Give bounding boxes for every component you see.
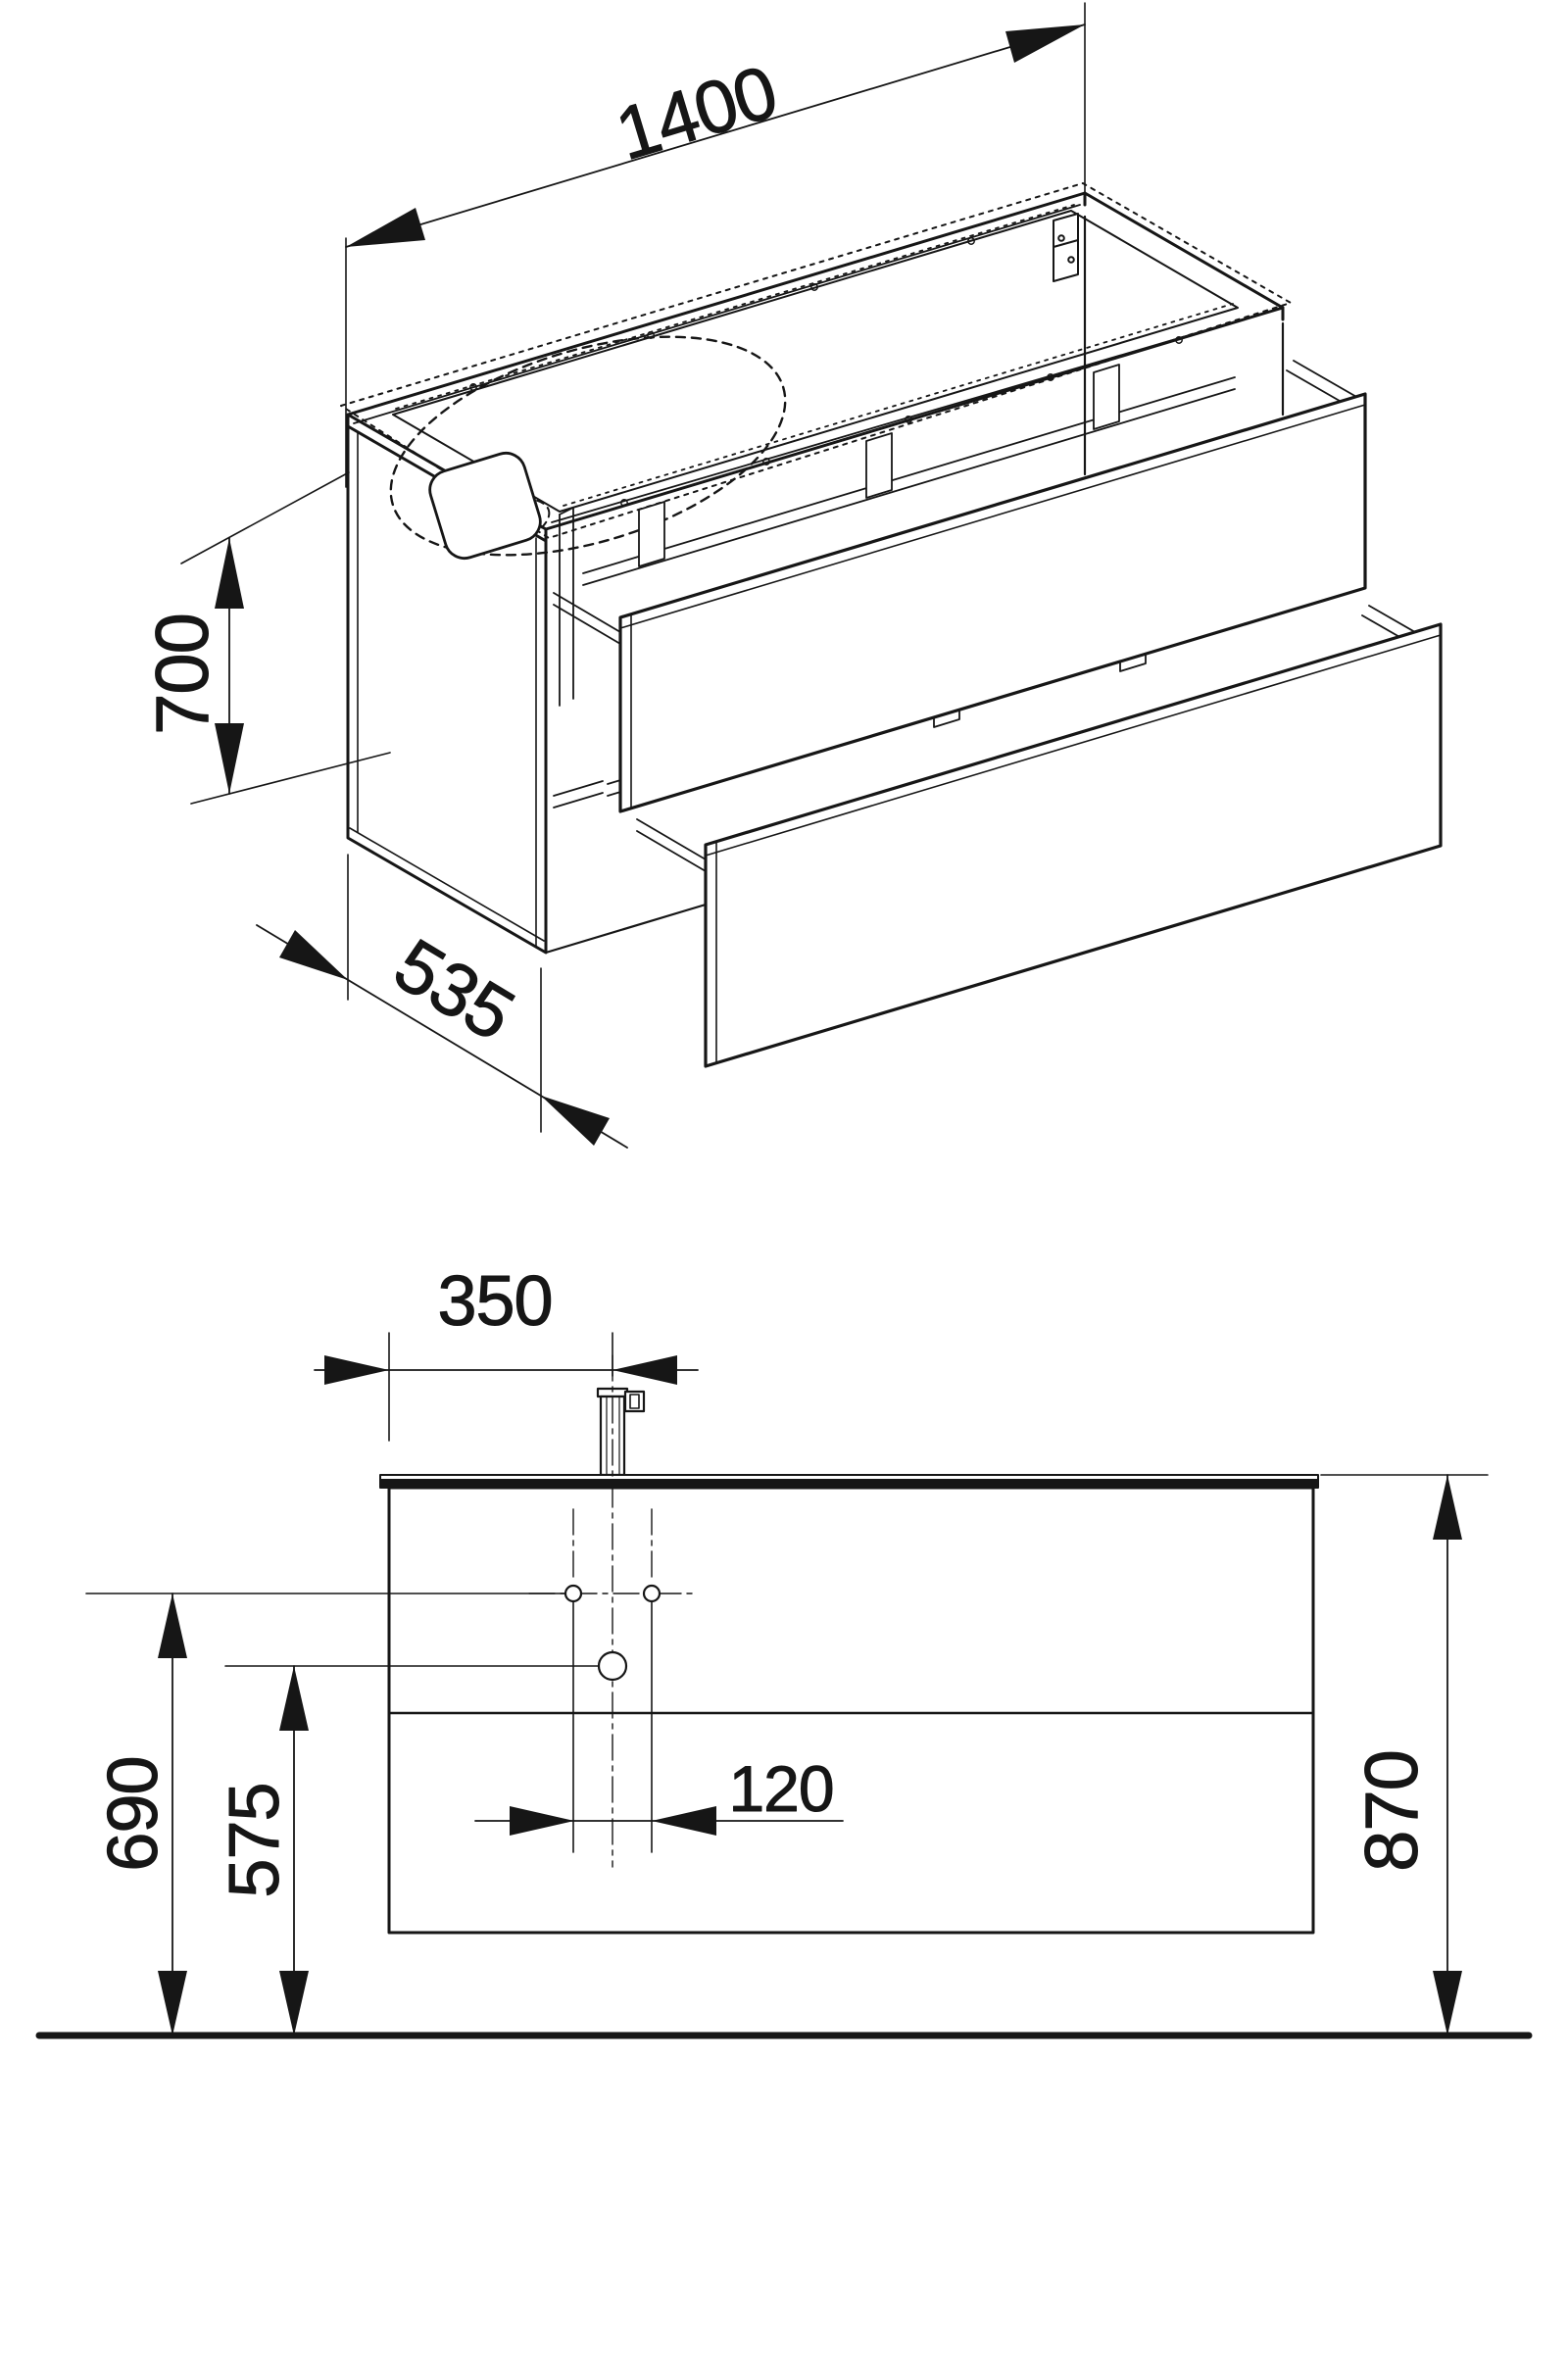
front-hole-spacing-label: 120 (728, 1752, 833, 1825)
lower-drawer (636, 605, 1443, 1068)
washbasin-outline (389, 335, 787, 561)
arrowhead (158, 1593, 187, 1658)
carcass-right-edges (544, 215, 1285, 955)
upper-drawer-front (618, 392, 1367, 813)
arrowhead (652, 1806, 716, 1836)
arrowhead (215, 538, 244, 609)
front-overall-height-label: 870 (1350, 1750, 1434, 1872)
arrowhead (279, 1666, 309, 1731)
frame-corner-bracket (1053, 213, 1079, 282)
front-view: 350 120 690 575 870 (35, 1262, 1533, 2039)
arrowhead (215, 723, 244, 794)
lower-drawer-front (704, 622, 1443, 1068)
front-dim-870: 870 (1350, 1474, 1462, 2036)
front-dim-350: 350 (314, 1262, 699, 1442)
arrowhead (279, 1971, 309, 2035)
drain-hole (597, 1650, 628, 1682)
iso-height-label: 700 (141, 613, 224, 735)
centerlines (528, 1354, 699, 1868)
front-hole-height-label: 690 (94, 1756, 172, 1871)
arrowhead (612, 1355, 677, 1385)
front-dim-120: 120 (474, 1752, 844, 1836)
basin-overflow-pocket (428, 451, 542, 561)
cabinet-body (387, 1486, 1315, 1935)
front-dim-575: 575 (216, 1665, 309, 2036)
front-tap-offset-label: 350 (437, 1262, 552, 1341)
iso-dim-height: 700 (141, 471, 391, 805)
arrowhead (1433, 1971, 1462, 2035)
right-fixing-hole (642, 1584, 662, 1603)
countertop-slab (379, 1474, 1319, 1489)
arrowhead (324, 1355, 389, 1385)
mounting-holes (564, 1584, 662, 1682)
arrowhead (279, 930, 348, 980)
frame-screw-holes (469, 237, 1183, 507)
arrowhead (158, 1971, 187, 2035)
reference-lines (85, 1474, 1489, 1853)
left-fixing-hole (564, 1584, 583, 1603)
arrowhead (541, 1096, 610, 1146)
arrowhead (1005, 25, 1085, 63)
front-dim-690: 690 (94, 1593, 187, 2036)
arrowhead (510, 1806, 574, 1836)
front-drain-height-label: 575 (216, 1783, 294, 1897)
arrowhead (346, 208, 425, 247)
isometric-view: 1400 700 535 (141, 2, 1443, 1149)
upper-drawer (553, 360, 1367, 813)
arrowhead (1433, 1475, 1462, 1540)
